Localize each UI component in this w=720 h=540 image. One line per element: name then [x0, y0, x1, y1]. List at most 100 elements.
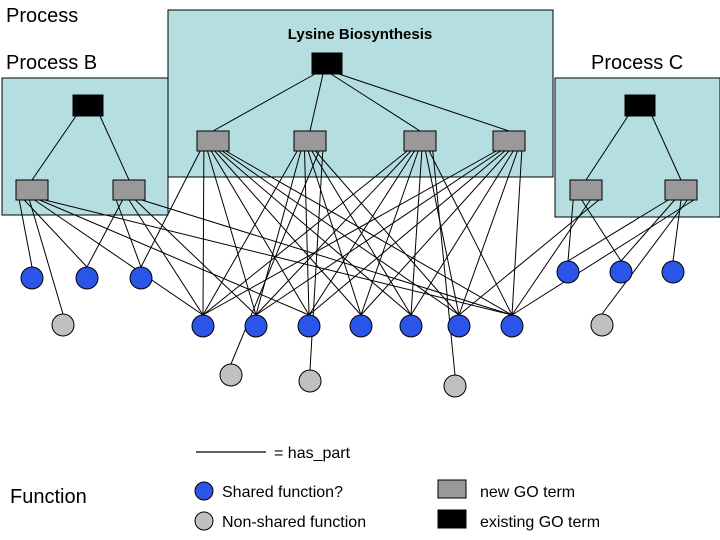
edge-b-g1-to-mf7 — [44, 199, 513, 316]
label-process-b: Process B — [6, 52, 97, 74]
non-shared-function-node-cn1[interactable] — [590, 313, 614, 337]
shared-function-node-mf1[interactable] — [191, 314, 215, 338]
legend-label-existing-go-term: existing GO term — [480, 514, 600, 531]
edge-l-g3-to-mf6 — [424, 150, 460, 316]
existing-go-term-node-l-root[interactable] — [311, 52, 343, 75]
new-go-term-node-l-g2[interactable] — [293, 130, 327, 152]
edge-l-g4-to-mf1 — [202, 150, 497, 316]
boxes-layer — [15, 52, 698, 201]
edge-l-g2-to-mf6 — [315, 150, 460, 316]
non-shared-function-node-bn1[interactable] — [51, 313, 75, 337]
edge-l-g1-to-mf3 — [210, 150, 310, 316]
edge-l-g4-to-mf7 — [511, 150, 523, 316]
new-go-term-node-l-g3[interactable] — [403, 130, 437, 152]
edge-l-g1-to-bf3 — [140, 150, 201, 268]
edge-b-g2-to-bf2 — [86, 199, 124, 268]
shared-function-node-mf6[interactable] — [447, 314, 471, 338]
edge-c-g1-to-mf7 — [511, 199, 591, 316]
new-go-term-node-c-g2[interactable] — [664, 179, 698, 201]
legend-swatch-existing-go-term — [437, 509, 467, 529]
edge-b-g2-to-bf3 — [115, 199, 142, 268]
edge-b-g1-to-bf1 — [18, 199, 33, 268]
panel-title-lysine-biosynthesis: Lysine Biosynthesis — [288, 26, 433, 43]
edge-l-g3-to-mf5 — [410, 150, 423, 316]
non-shared-function-node-mn2[interactable] — [298, 369, 322, 393]
legend-swatch-new-go-term — [437, 479, 467, 499]
edge-l-g3-to-mf4 — [360, 150, 419, 316]
edge-l-g2-to-mf4 — [307, 150, 362, 316]
edge-l-g1-to-mf6 — [221, 150, 460, 316]
shared-function-node-bf3[interactable] — [129, 266, 153, 290]
edge-c-root-to-c-g2 — [651, 115, 682, 181]
edge-l-g3-to-mn3 — [432, 150, 456, 376]
edge-l-g2-to-mf3 — [304, 150, 310, 316]
legend-swatch-shared-function — [194, 481, 214, 501]
new-go-term-node-c-g1[interactable] — [569, 179, 603, 201]
label-function: Function — [10, 486, 87, 508]
edge-b-root-to-b-g2 — [99, 115, 130, 181]
edge-l-g3-to-mf7 — [428, 150, 513, 316]
edge-l-g1-to-mf1 — [202, 150, 205, 316]
shared-function-node-bf2[interactable] — [75, 266, 99, 290]
shared-function-node-bf1[interactable] — [20, 266, 44, 290]
new-go-term-node-b-g1[interactable] — [15, 179, 49, 201]
edge-c-g2-to-cf2 — [620, 199, 675, 262]
edge-l-g4-to-mf3 — [308, 150, 506, 316]
edge-c-g1-to-mf6 — [458, 199, 600, 316]
edge-l-g4-to-mf2 — [255, 150, 501, 316]
edge-b-g1-to-bn1 — [28, 199, 64, 315]
non-shared-function-node-mn1[interactable] — [219, 363, 243, 387]
existing-go-term-node-c-root[interactable] — [624, 94, 656, 117]
legend-label-non-shared-function: Non-shared function — [222, 514, 366, 531]
existing-go-term-node-b-root[interactable] — [72, 94, 104, 117]
edge-l-g3-to-mf3 — [308, 150, 415, 316]
edge-l-g3-to-mf2 — [255, 150, 412, 316]
legend-label-new-go-term: new GO term — [480, 484, 575, 501]
new-go-term-node-l-g4[interactable] — [492, 130, 526, 152]
edge-b-g2-to-mf7 — [141, 199, 513, 316]
edge-c-g2-to-cf1 — [567, 199, 669, 262]
edge-c-g1-to-cf1 — [567, 199, 574, 262]
edge-c-g2-to-cn1 — [601, 199, 688, 315]
legend-swatch-non-shared-function — [194, 511, 214, 531]
edge-b-root-to-b-g1 — [31, 115, 77, 181]
label-process-c: Process C — [591, 52, 683, 74]
label-process: Process — [6, 5, 78, 27]
edge-b-g2-to-mf2 — [135, 199, 257, 316]
edge-l-g1-to-mf7 — [225, 150, 513, 316]
edge-b-g1-to-bf2 — [23, 199, 88, 268]
shared-function-node-cf3[interactable] — [661, 260, 685, 284]
shared-function-node-mf2[interactable] — [244, 314, 268, 338]
edge-l-g1-to-mf5 — [218, 150, 412, 316]
edge-l-g2-to-mf1 — [202, 150, 298, 316]
edge-l-root-to-l-g4 — [338, 73, 510, 132]
edge-l-g3-to-mf1 — [202, 150, 408, 316]
new-go-term-node-b-g2[interactable] — [112, 179, 146, 201]
circles-layer — [20, 260, 685, 398]
shared-function-node-mf3[interactable] — [297, 314, 321, 338]
panels-layer — [1, 9, 720, 218]
shared-function-node-mf4[interactable] — [349, 314, 373, 338]
edge-b-g1-to-mf1 — [34, 199, 204, 316]
panel-lysine-biosynthesis — [167, 9, 554, 178]
edge-c-root-to-c-g1 — [585, 115, 629, 181]
shared-function-node-cf2[interactable] — [609, 260, 633, 284]
edge-l-root-to-l-g3 — [330, 73, 421, 132]
edges-layer — [18, 73, 695, 376]
shared-function-node-mf5[interactable] — [399, 314, 423, 338]
new-go-term-node-l-g1[interactable] — [196, 130, 230, 152]
edge-l-g4-to-mf6 — [458, 150, 519, 316]
edge-l-root-to-l-g1 — [212, 73, 316, 132]
non-shared-function-node-mn3[interactable] — [443, 374, 467, 398]
edge-l-root-to-l-g2 — [309, 73, 324, 132]
shared-function-node-mf7[interactable] — [500, 314, 524, 338]
edge-l-g2-to-mf2 — [255, 150, 302, 316]
edge-l-g4-to-mf5 — [410, 150, 514, 316]
edge-l-g1-to-mf2 — [207, 150, 257, 316]
legend-has-part-label: = has_part — [274, 445, 351, 462]
shared-function-node-cf1[interactable] — [556, 260, 580, 284]
